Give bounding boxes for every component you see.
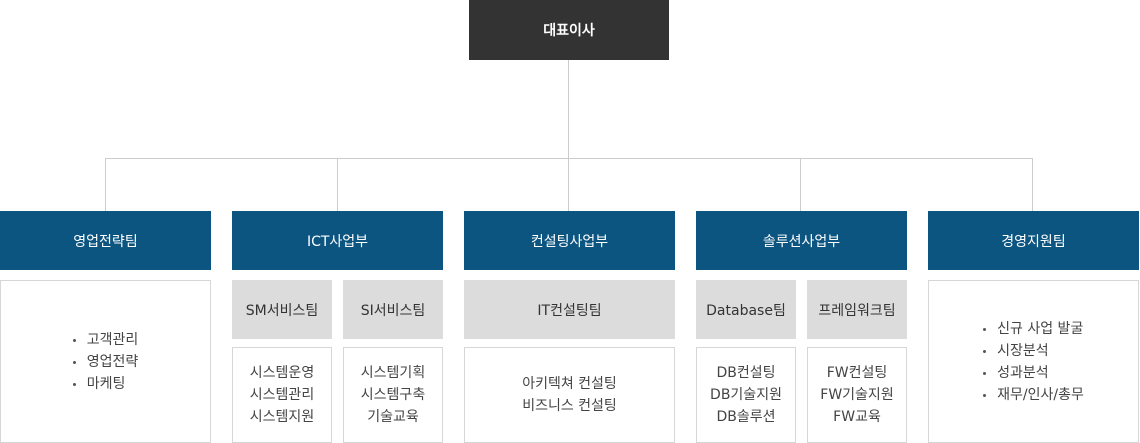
duty-item: 시스템구축 — [360, 387, 426, 403]
team-framework: 프레임워크팀 — [807, 280, 907, 339]
dept-label: 컨설팅사업부 — [530, 233, 609, 250]
duty-list: 신규 사업 발굴 시장분석 성과분석 재무/인사/총무 — [983, 318, 1084, 406]
connector-dept-2 — [337, 158, 338, 211]
ceo-label: 대표이사 — [543, 23, 595, 39]
team-sm-service-duties: 시스템운영 시스템관리 시스템지원 — [232, 347, 332, 443]
duty-item: 시스템운영 — [249, 365, 315, 381]
duty-item: 기술교육 — [367, 409, 419, 425]
duty-item: 아키텍쳐 컨설팅 — [522, 376, 617, 392]
connector-dept-5 — [1032, 158, 1033, 211]
team-label: 프레임워크팀 — [818, 302, 896, 319]
connector-horizontal — [105, 158, 1033, 159]
dept-label: 경영지원팀 — [1001, 233, 1066, 250]
list-item: 영업전략 — [72, 351, 138, 373]
list-item: 시장분석 — [983, 340, 1084, 362]
duty-item: DB솔루션 — [716, 409, 776, 425]
list-item: 성과분석 — [983, 362, 1084, 384]
duty-item: FW교육 — [833, 409, 881, 425]
ceo-node: 대표이사 — [469, 0, 669, 60]
dept-consulting: 컨설팅사업부 — [464, 211, 675, 270]
dept-ict: ICT사업부 — [232, 211, 443, 270]
team-it-consulting-duties: 아키텍쳐 컨설팅 비즈니스 컨설팅 — [464, 347, 675, 443]
duty-item: DB컨설팅 — [716, 365, 776, 381]
connector-dept-1 — [105, 158, 106, 211]
connector-dept-4 — [800, 158, 801, 211]
list-item: 고객관리 — [72, 329, 138, 351]
team-framework-duties: FW컨설팅 FW기술지원 FW교육 — [807, 347, 907, 443]
list-item: 재무/인사/총무 — [983, 384, 1084, 406]
duty-item: FW컨설팅 — [826, 365, 888, 381]
dept-management-support: 경영지원팀 — [928, 211, 1139, 270]
duty-list: 고객관리 영업전략 마케팅 — [72, 329, 139, 395]
duty-item: DB기술지원 — [710, 387, 782, 403]
dept-sales-strategy-duties: 고객관리 영업전략 마케팅 — [0, 280, 211, 443]
team-si-service: SI서비스팀 — [343, 280, 443, 339]
duty-item: 시스템지원 — [249, 409, 315, 425]
duty-item: 시스템관리 — [249, 387, 315, 403]
dept-label: ICT사업부 — [306, 233, 369, 250]
dept-sales-strategy: 영업전략팀 — [0, 211, 211, 270]
team-it-consulting: IT컨설팅팀 — [464, 280, 675, 339]
dept-solution: 솔루션사업부 — [696, 211, 907, 270]
dept-management-support-duties: 신규 사업 발굴 시장분석 성과분석 재무/인사/총무 — [928, 280, 1139, 443]
team-label: IT컨설팅팀 — [537, 302, 602, 319]
team-label: SI서비스팀 — [360, 302, 426, 319]
list-item: 마케팅 — [72, 373, 139, 395]
dept-label: 영업전략팀 — [73, 233, 138, 250]
team-label: Database팀 — [706, 302, 786, 319]
list-item: 신규 사업 발굴 — [983, 318, 1084, 340]
team-si-service-duties: 시스템기획 시스템구축 기술교육 — [343, 347, 443, 443]
team-label: SM서비스팀 — [245, 302, 319, 319]
duty-item: FW기술지원 — [820, 387, 894, 403]
connector-ceo-down — [568, 60, 569, 159]
connector-dept-3 — [568, 158, 569, 211]
duty-item: 시스템기획 — [360, 365, 426, 381]
dept-label: 솔루션사업부 — [762, 233, 841, 250]
duty-item: 비즈니스 컨설팅 — [522, 398, 617, 414]
team-sm-service: SM서비스팀 — [232, 280, 332, 339]
team-database: Database팀 — [696, 280, 796, 339]
team-database-duties: DB컨설팅 DB기술지원 DB솔루션 — [696, 347, 796, 443]
